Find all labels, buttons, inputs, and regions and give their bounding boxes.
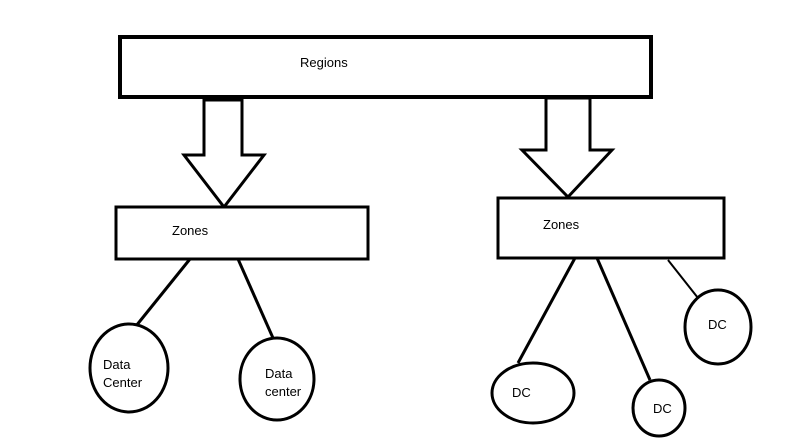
connector-line bbox=[134, 258, 192, 327]
node-label: DC bbox=[708, 317, 727, 332]
connector-line bbox=[516, 257, 577, 364]
connector-line bbox=[667, 259, 699, 299]
node-label: DC bbox=[653, 401, 672, 416]
regions-box bbox=[118, 35, 653, 99]
zones-label-right: Zones bbox=[543, 217, 580, 232]
connector-line bbox=[236, 258, 275, 339]
arrow-down-left bbox=[180, 98, 268, 210]
arrow-down-right bbox=[518, 96, 616, 200]
node-label-line2: center bbox=[265, 384, 302, 399]
node-label: DC bbox=[512, 385, 531, 400]
connector-line bbox=[595, 257, 652, 381]
node-label-line1: Data bbox=[103, 357, 131, 372]
dc-node bbox=[490, 361, 576, 425]
zones-box-left bbox=[114, 205, 370, 261]
regions-label: Regions bbox=[300, 55, 348, 70]
dc-node bbox=[683, 288, 753, 366]
node-label-line1: Data bbox=[265, 366, 293, 381]
zones-label-left: Zones bbox=[172, 223, 209, 238]
data-center-node bbox=[238, 336, 316, 422]
data-center-node bbox=[88, 322, 170, 414]
dc-node bbox=[631, 378, 687, 438]
node-label-line2: Center bbox=[103, 375, 143, 390]
zones-box-right bbox=[496, 196, 726, 260]
